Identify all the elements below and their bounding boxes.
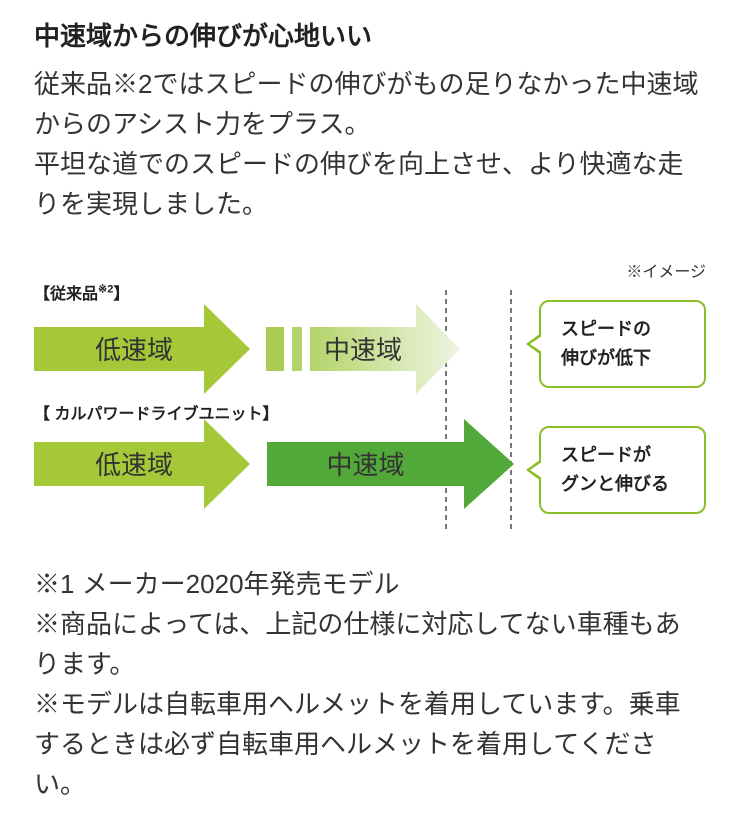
callout-line: 伸びが低下 [561, 347, 651, 368]
calpower-low-speed-arrow [34, 418, 250, 509]
calpower-low-speed-label: 低速域 [94, 450, 173, 481]
image-disclaimer: ※イメージ [626, 263, 706, 281]
calpower-mid-speed-arrow [267, 418, 514, 509]
section-heading: 中速域からの伸びが心地いい [34, 21, 373, 51]
fade-dash-2-icon [292, 326, 302, 371]
conventional-label-footnote: ※2 [98, 283, 114, 296]
conventional-mid-speed-label: 中速域 [323, 335, 402, 366]
intro-paragraph-1: 従来品※2ではスピードの伸びがもの足りなかった中速域からのアシスト力をプラス。 [34, 68, 699, 139]
calpower-unit-label: 【 カルパワードライブユニット】 [34, 405, 279, 423]
note-compatibility: ※商品によっては、上記の仕様に対応してない車種もあります。 [34, 608, 681, 679]
conventional-label-close: 】 [113, 285, 130, 303]
notes-section: ※1 メーカー2020年発売モデル ※商品によっては、上記の仕様に対応してない車… [34, 564, 706, 804]
callout-speed-drop: スピードの 伸びが低下 [526, 299, 706, 388]
fade-dash-1-icon [266, 326, 284, 371]
callout-line: スピードが [561, 444, 651, 465]
conventional-low-speed-label: 低速域 [94, 335, 173, 366]
conventional-low-speed-arrow [34, 303, 250, 394]
speed-comparison-diagram: ※イメージ 【従来品※2】 低速域 中速域 スピードの 伸びが低下 【 カルパワ… [34, 264, 706, 556]
callout-line: スピードの [561, 318, 651, 339]
calpower-mid-speed-label: 中速域 [326, 450, 405, 481]
intro-paragraph-2: 平坦な道でのスピードの伸びを向上させ、より快適な走りを実現しました。 [34, 148, 684, 219]
note-model-year: ※1 メーカー2020年発売モデル [34, 568, 400, 599]
callout-line: グンと伸びる [561, 473, 669, 494]
conventional-mid-speed-fading-arrow [310, 303, 460, 394]
callout-speed-boost: スピードが グンと伸びる [526, 425, 706, 514]
diagram-graphics [34, 289, 514, 530]
conventional-label-text: 【従来品 [34, 285, 99, 303]
note-helmet: ※モデルは自転車用ヘルメットを着用しています。乗車するときは必ず自転車用ヘルメッ… [34, 688, 681, 799]
conventional-product-label: 【従来品※2】 [34, 280, 129, 304]
